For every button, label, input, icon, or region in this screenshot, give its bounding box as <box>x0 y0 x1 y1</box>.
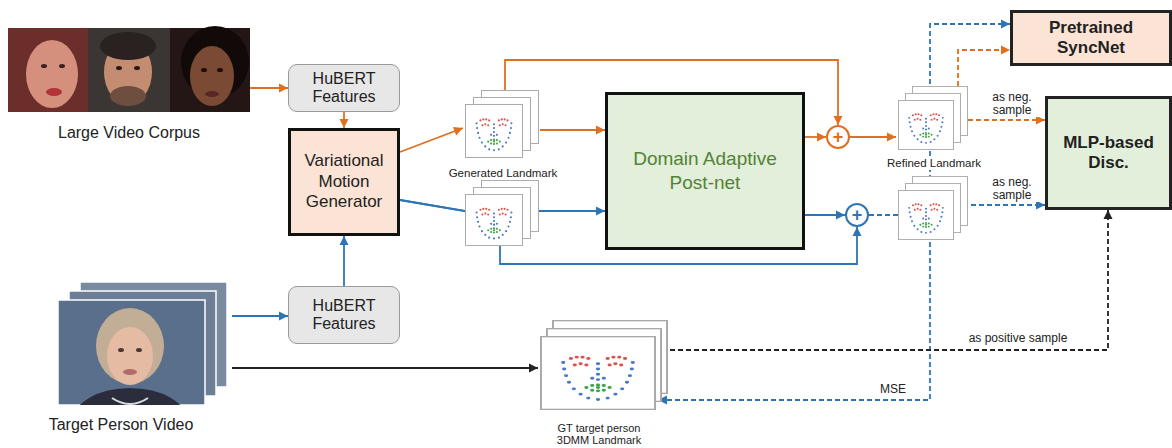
generator-box: Variational Motion Generator <box>288 128 400 236</box>
refined-landmark-stack <box>898 176 967 239</box>
node-label: MLP-based Disc. <box>1052 133 1165 174</box>
node-label: Large Video Corpus <box>56 123 202 142</box>
arrowhead <box>596 207 605 216</box>
node-label: GT target person 3DMM Landmark <box>541 422 657 446</box>
arrowhead <box>1001 20 1010 29</box>
postnet-box: Domain Adaptive Post-net <box>605 92 805 250</box>
arrowhead <box>853 227 862 236</box>
node-label: Target Person Video <box>47 415 196 434</box>
edge-label: as neg. sample <box>984 91 1040 117</box>
node-label: Pretrained SyncNet <box>1017 18 1165 59</box>
landmark-stack-node: Refined Landmark <box>882 86 986 170</box>
node-label: Generated Landmark <box>447 166 560 180</box>
video-corpus-node: Large Video Corpus <box>8 26 250 142</box>
node-label: + <box>852 206 863 224</box>
arrowhead <box>1104 210 1113 219</box>
syncnet-box: Pretrained SyncNet <box>1010 10 1172 66</box>
arrowhead <box>279 84 288 93</box>
node-label: Domain Adaptive Post-net <box>612 147 798 195</box>
connector <box>400 128 463 152</box>
video-corpus-photos <box>8 26 250 112</box>
feature-box: HuBERT Features <box>288 286 400 344</box>
connector <box>540 129 605 131</box>
arrowhead <box>453 127 463 135</box>
node-label: + <box>833 128 844 146</box>
connector <box>958 50 1010 86</box>
arrowhead <box>279 312 288 321</box>
refined-landmark-stack <box>898 86 967 149</box>
arrowhead <box>887 133 896 142</box>
feature-box: HuBERT Features <box>288 64 400 112</box>
arrowhead <box>529 364 538 373</box>
generated-landmark-stack <box>465 90 538 157</box>
edge-label: as neg. sample <box>984 176 1040 202</box>
sum-node: + <box>845 203 869 227</box>
edge-label: as positive sample <box>948 332 1088 345</box>
connector <box>232 367 538 369</box>
gt-landmark-stack <box>541 321 667 410</box>
arrowhead <box>836 211 845 220</box>
landmark-stack-node: Generated Landmark <box>441 88 565 180</box>
arrowhead <box>340 119 349 128</box>
node-label: Variational Motion Generator <box>295 151 393 212</box>
node-label: HuBERT Features <box>293 70 395 107</box>
arrowhead <box>596 126 605 135</box>
arrowhead <box>340 236 349 245</box>
node-label: Refined Landmark <box>885 156 983 170</box>
node-label: HuBERT Features <box>293 297 395 334</box>
landmark-stack-node: GT target person 3DMM Landmark <box>528 320 670 446</box>
arrowhead <box>1001 46 1010 55</box>
edge-label: MSE <box>872 383 914 396</box>
discriminator-box: MLP-based Disc. <box>1045 96 1172 210</box>
sum-node: + <box>826 125 850 149</box>
connector <box>960 119 1045 121</box>
generated-landmark-stack <box>465 180 538 245</box>
arrowhead <box>834 116 843 125</box>
target-video-node: Target Person Video <box>10 280 232 434</box>
arrowhead <box>817 133 826 142</box>
